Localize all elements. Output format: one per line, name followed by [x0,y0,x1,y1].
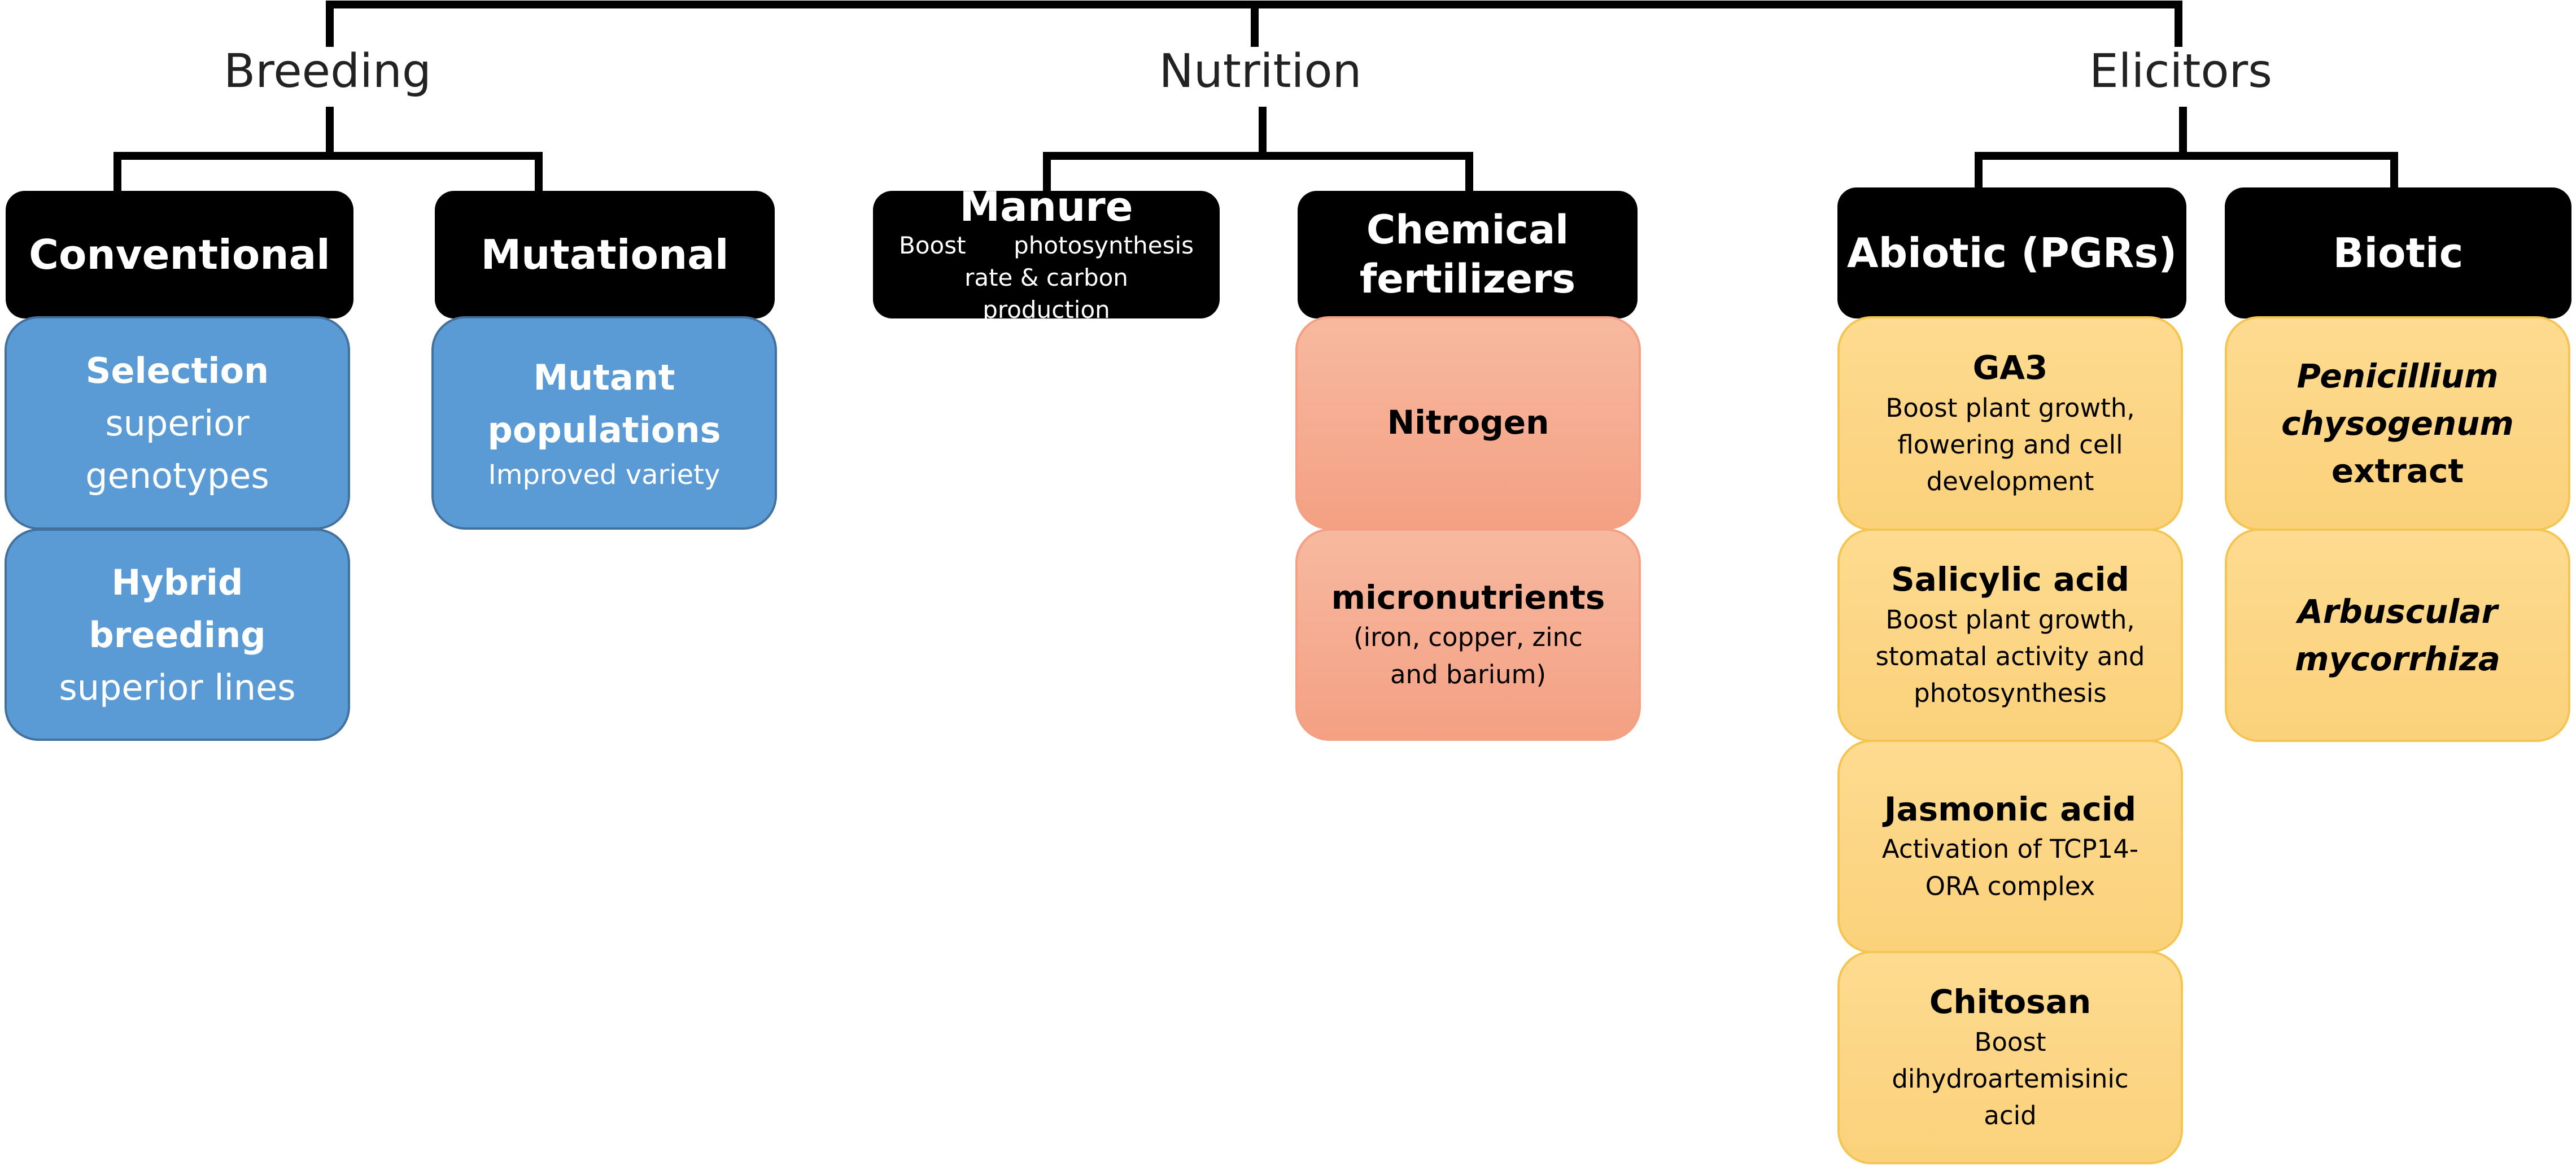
header-chemical-line2: fertilizers [1359,256,1576,302]
ga3-line3: development [1926,466,2094,497]
selection-line1: superior [105,402,250,444]
box-ga3: GA3 Boost plant growth, flowering and ce… [1837,316,2183,531]
manure-desc-word2: photosynthesis [1014,232,1194,260]
box-chitosan: Chitosan Boost dihydroartemisinic acid [1837,951,2183,1164]
ga3-line1: Boost plant growth, [1885,392,2135,423]
penicillium-line2: chysogenum [2281,404,2514,443]
selection-line2: genotypes [85,455,269,496]
jasmonic-line2: ORA complex [1925,871,2095,901]
jasmonic-line1: Activation of TCP14- [1881,834,2139,865]
header-biotic: Biotic [2225,187,2571,318]
header-conventional-label: Conventional [29,230,330,278]
penicillium-line3: extract [2331,452,2464,491]
header-mutational: Mutational [435,191,775,318]
ga3-line2: flowering and cell [1897,430,2123,460]
hybrid-title-line1: Hybrid [111,561,243,603]
mutant-line1: Improved variety [488,459,721,491]
manure-description: Boost photosynthesis rate & carbon produ… [873,230,1220,326]
ga3-title: GA3 [1972,348,2048,387]
mutant-title-line2: populations [487,409,721,451]
box-arbuscular-mycorrhiza: Arbuscular mycorrhiza [2225,529,2570,742]
header-abiotic: Abiotic (PGRs) [1837,187,2186,318]
arbuscular-line1: Arbuscular [2297,592,2498,631]
hybrid-title-line2: breeding [89,614,266,656]
header-biotic-label: Biotic [2333,229,2464,277]
box-penicillium-extract: Penicillium chysogenum extract [2225,316,2570,531]
salicylic-title: Salicylic acid [1890,560,2130,599]
salicylic-line2: stomatal activity and [1875,641,2145,672]
salicylic-line3: photosynthesis [1914,678,2107,709]
hybrid-line1: superior lines [59,666,296,708]
box-mutant-populations: Mutant populations Improved variety [431,316,777,530]
penicillium-line1: Penicillium [2296,356,2499,395]
arbuscular-line2: mycorrhiza [2295,640,2500,678]
manure-desc-word1: Boost [899,232,966,260]
header-mutational-label: Mutational [481,230,729,278]
micronutrients-line2: and barium) [1390,659,1547,689]
micronutrients-line1: (iron, copper, zinc [1354,622,1583,653]
box-salicylic-acid: Salicylic acid Boost plant growth, stoma… [1837,529,2183,742]
header-manure: Manure Boost photosynthesis rate & carbo… [873,183,1220,324]
chitosan-title: Chitosan [1929,983,2092,1021]
nitrogen-title: Nitrogen [1387,403,1549,442]
selection-title: Selection [85,350,269,391]
mutant-title-line1: Mutant [533,357,675,399]
header-manure-label: Manure [959,182,1133,230]
header-chemical-line1: Chemical [1366,206,1569,253]
header-conventional: Conventional [6,191,353,318]
chitosan-line3: acid [1984,1101,2037,1131]
box-jasmonic-acid: Jasmonic acid Activation of TCP14- ORA c… [1837,740,2183,953]
box-micronutrients: micronutrients (iron, copper, zinc and b… [1295,529,1641,741]
manure-desc-line2: rate & carbon production [964,264,1128,324]
box-hybrid-breeding: Hybrid breeding superior lines [5,529,350,741]
box-nitrogen: Nitrogen [1295,316,1641,530]
header-abiotic-label: Abiotic (PGRs) [1846,229,2177,277]
box-selection: Selection superior genotypes [5,316,350,530]
salicylic-line1: Boost plant growth, [1885,604,2135,635]
jasmonic-title: Jasmonic acid [1884,790,2137,829]
category-elicitors: Elicitors [2089,44,2272,98]
micronutrients-title: micronutrients [1331,578,1605,617]
header-chemical-fertilizers: Chemical fertilizers [1298,191,1638,318]
chitosan-line2: dihydroartemisinic [1892,1064,2129,1094]
category-nutrition: Nutrition [1159,44,1362,98]
chitosan-line1: Boost [1974,1027,2046,1057]
category-breeding: Breeding [224,44,431,98]
